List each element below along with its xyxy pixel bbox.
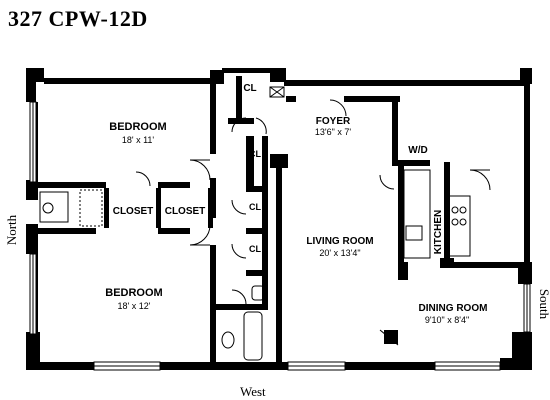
burner-icon [451,206,459,214]
dining-name: DINING ROOM [419,303,488,314]
foyer-cabinet [269,86,285,98]
kitchen-counter-right [447,195,471,257]
toilet-icon [42,202,54,214]
living-name: LIVING ROOM [306,236,373,247]
bath-sink [251,285,265,301]
windows [29,101,531,371]
cl-c-label: CL [249,244,261,254]
compass-west: West [240,384,266,399]
burner-icon [459,218,467,226]
burner-icon [451,218,459,226]
kitchen-label: KITCHEN [433,210,444,254]
bedroom1-dims: 18' x 11' [122,135,155,145]
bedroom1-name: BEDROOM [109,121,166,133]
doors [135,99,491,346]
plan-title: 327 CPW-12D [8,6,148,31]
wd-label: W/D [408,145,427,156]
cl-top-label: CL [243,83,256,94]
dining-dims: 9'10" x 8'4" [425,315,469,325]
sink-fixture [39,191,69,223]
closet2-label: CLOSET [165,206,206,217]
cl-a-label: CL [249,149,261,159]
bedroom2-dims: 18' x 12' [118,301,151,311]
kitchen-counter-left [403,169,431,259]
living-dims: 20' x 13'4" [319,248,360,258]
kitchen-sink [405,225,423,241]
bathtub-fixture [243,311,263,361]
burner-icon [459,206,467,214]
compass-north: North [4,214,19,246]
foyer-name: FOYER [316,116,351,127]
fixtures [39,86,471,361]
closet1-label: CLOSET [113,206,154,217]
compass-south: South [537,288,550,320]
cl-b-label: CL [249,202,261,212]
shower-fixture [79,189,103,227]
toilet-fixture [221,331,235,349]
foyer-dims: 13'6" x 7' [315,127,351,137]
bedroom2-name: BEDROOM [105,287,162,299]
